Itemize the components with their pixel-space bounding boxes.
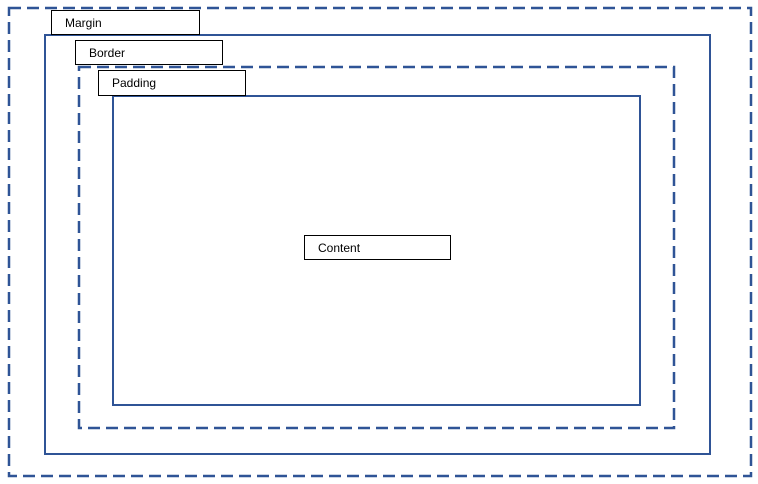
border-label: Border [75, 40, 223, 65]
padding-area-outline [77, 65, 676, 430]
padding-label-text: Padding [112, 76, 157, 90]
border-label-text: Border [89, 45, 126, 60]
margin-label-text: Margin [65, 15, 102, 30]
padding-label: Padding [98, 70, 246, 96]
content-label: Content [304, 235, 451, 260]
margin-label: Margin [51, 10, 200, 35]
border-area-outline [44, 34, 711, 455]
margin-area-outline [7, 6, 753, 478]
content-label-text: Content [318, 240, 361, 255]
content-area-outline [112, 95, 641, 406]
